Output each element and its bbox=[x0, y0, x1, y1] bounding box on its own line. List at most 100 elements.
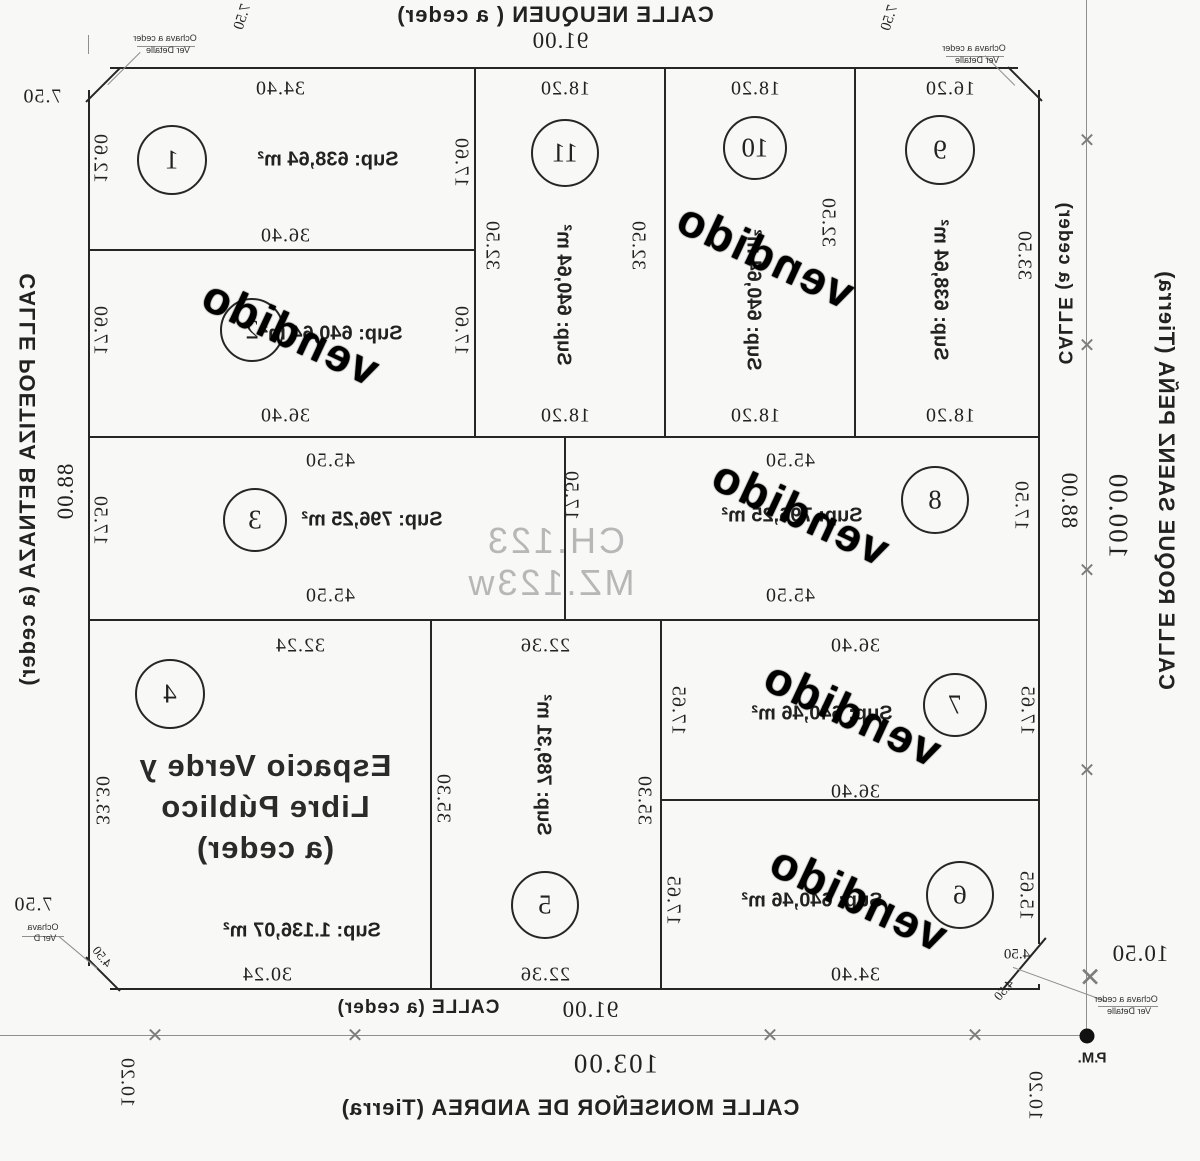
dimension-line bbox=[0, 1035, 1093, 1036]
label-lots-6-top: 36.40 bbox=[830, 634, 880, 657]
parcel-line bbox=[88, 249, 476, 251]
label-lots-10-right: 32.50 bbox=[627, 220, 650, 270]
dimension-tick: ✕ bbox=[146, 1023, 164, 1047]
parcel-line bbox=[854, 67, 856, 437]
lot-number: 4 bbox=[163, 678, 177, 709]
label-lots-5-left: 17.65 bbox=[662, 875, 685, 925]
label-lots-3-left: 33.30 bbox=[91, 775, 114, 825]
label-corner_notes-note_short1: Ochava bbox=[27, 922, 59, 933]
lot-number: 11 bbox=[552, 137, 578, 168]
label-corner_notes-note_line2: Ver Detalle bbox=[954, 55, 1000, 66]
label-lots-8-sup: Sup: 638,64 m² bbox=[929, 219, 952, 361]
label-corner_notes-bl_dim: 7.50 bbox=[13, 893, 53, 916]
label-lots-0-left: 12.60 bbox=[89, 133, 112, 183]
lot-number: 8 bbox=[928, 484, 942, 515]
label-lots-4-bottom: 22.36 bbox=[520, 963, 570, 986]
lot-number: 6 bbox=[953, 879, 967, 910]
parcel-line bbox=[88, 67, 1040, 69]
label-corner_notes-br_dim: 4.50 bbox=[1003, 946, 1031, 963]
lot-number: 1 bbox=[165, 144, 179, 175]
label-lots-10-top: 18.20 bbox=[540, 77, 590, 100]
label-streets-right-total_dim: 100.00 bbox=[1103, 471, 1134, 559]
parcel-line bbox=[664, 67, 666, 437]
label-lots-2-top: 45.50 bbox=[305, 449, 355, 472]
label-corner_notes-tr_diag: 7.50 bbox=[877, 2, 902, 33]
label-streets-bottom-inner_name: CALLE (a ceder) bbox=[336, 997, 500, 1018]
parcel-line bbox=[474, 67, 476, 437]
label-corner_notes-note_line1: Ochava a ceder bbox=[1094, 994, 1158, 1005]
lot-number: 7 bbox=[948, 689, 962, 720]
label-block_label-line2: MZ.123w bbox=[465, 562, 635, 603]
label-lots-10-bottom: 18.20 bbox=[540, 404, 590, 427]
pm-marker bbox=[1079, 1028, 1095, 1044]
label-corner_notes-note_line2: Ver Detalle bbox=[145, 45, 191, 56]
label-corner_notes-pm: P.M. bbox=[1077, 1049, 1107, 1067]
label-lots-5-bottom: 34.40 bbox=[830, 963, 880, 986]
label-lots-10-left: 32.50 bbox=[481, 220, 504, 270]
label-lots-0-right: 17.60 bbox=[450, 137, 473, 187]
label-lots-3-labels-1: Libre Público bbox=[160, 789, 370, 824]
label-lots-2-right: 17.50 bbox=[560, 470, 583, 520]
label-lots-10-sup: Sup: 640,64 m² bbox=[552, 224, 575, 366]
lot-number: 3 bbox=[248, 504, 262, 535]
label-lots-6-right: 17.65 bbox=[1016, 685, 1039, 735]
dimension-tick: ✕ bbox=[1078, 333, 1096, 357]
label-lots-4-right: 35.30 bbox=[633, 775, 656, 825]
parcel-line bbox=[1038, 67, 1040, 990]
dimension-tick: ✕ bbox=[966, 1023, 984, 1047]
dimension-tick: ✕ bbox=[1078, 758, 1096, 782]
label-streets-left-name: CALLE POETIZA BETNAZA (a ceder) bbox=[15, 273, 40, 687]
dimension-tick: ✕ bbox=[1078, 962, 1102, 994]
label-streets-bottom-right_dim: 10.20 bbox=[1024, 1070, 1047, 1120]
label-lots-7-bottom: 45.50 bbox=[765, 584, 815, 607]
label-corner_notes-tl_diag: 7.50 bbox=[230, 1, 255, 32]
label-lots-6-bottom: 36.40 bbox=[830, 780, 880, 803]
label-streets-right-block_dim: 88.00 bbox=[1057, 471, 1082, 529]
label-lots-8-top: 16.20 bbox=[925, 77, 975, 100]
label-lots-1-bottom: 36.40 bbox=[260, 404, 310, 427]
label-lots-3-sup: Sup: 1.136,07 m² bbox=[223, 919, 381, 942]
dimension-tick: ✕ bbox=[1078, 128, 1096, 152]
dimension-tick: ✕ bbox=[1078, 558, 1096, 582]
label-lots-9-bottom: 18.20 bbox=[730, 404, 780, 427]
label-lots-3-labels-2: (a ceder) bbox=[195, 830, 335, 865]
dimension-tick: ✕ bbox=[761, 1023, 779, 1047]
label-lots-2-sup: Sup: 796,25 m² bbox=[301, 508, 443, 531]
lot-number: 9 bbox=[933, 134, 947, 165]
label-lots-0-bottom: 36.40 bbox=[260, 224, 310, 247]
label-streets-bottom-total_dim: 103.00 bbox=[571, 1048, 659, 1079]
label-streets-top-name: CALLE NEUQUEN ( a ceder) bbox=[396, 2, 714, 27]
label-lots-9-right: 32.50 bbox=[817, 197, 840, 247]
label-streets-right-name: CALLE ROQUE SAENZ PEÑA (Tierra) bbox=[1154, 270, 1179, 690]
label-streets-bottom-left_dim: 10.20 bbox=[116, 1057, 139, 1107]
label-lots-1-right: 17.60 bbox=[450, 305, 473, 355]
label-block_label-line1: CH.123 bbox=[484, 520, 626, 561]
label-lots-2-left: 17.50 bbox=[89, 495, 112, 545]
label-corner_notes-note_line1: Ochava a ceder bbox=[133, 33, 197, 44]
label-corner_notes-note_short2: Ver D bbox=[33, 933, 57, 944]
label-streets-left-block_dim: 88.00 bbox=[53, 463, 78, 521]
label-lots-4-top: 22.36 bbox=[520, 634, 570, 657]
corner-mask bbox=[74, 966, 110, 1000]
label-lots-2-bottom: 45.50 bbox=[305, 584, 355, 607]
label-lots-3-top: 32.24 bbox=[275, 634, 325, 657]
dimension-tick: ✕ bbox=[346, 1023, 364, 1047]
label-lots-7-right: 17.50 bbox=[1010, 480, 1033, 530]
label-lots-8-bottom: 18.20 bbox=[925, 404, 975, 427]
label-corner_notes-br_street_dim: 10.50 bbox=[1111, 941, 1169, 966]
label-lots-9-top: 18.20 bbox=[730, 77, 780, 100]
parcel-line bbox=[88, 619, 1040, 621]
parcel-line bbox=[88, 988, 1040, 990]
label-lots-6-left: 17.65 bbox=[667, 685, 690, 735]
parcel-line bbox=[660, 619, 662, 990]
label-corner_notes-tl_dim: 7.50 bbox=[22, 85, 62, 108]
dimension-line bbox=[1086, 0, 1087, 1036]
label-lots-0-top: 34.40 bbox=[255, 77, 305, 100]
label-lots-5-right: 15.65 bbox=[1015, 870, 1038, 920]
label-streets-top-dim: 91.00 bbox=[531, 28, 589, 53]
label-streets-right-inner_name: CALLE (a ceder) bbox=[1054, 201, 1075, 365]
label-streets-bottom-inner_dim: 91.00 bbox=[561, 997, 619, 1022]
lot-number: 10 bbox=[741, 132, 769, 163]
